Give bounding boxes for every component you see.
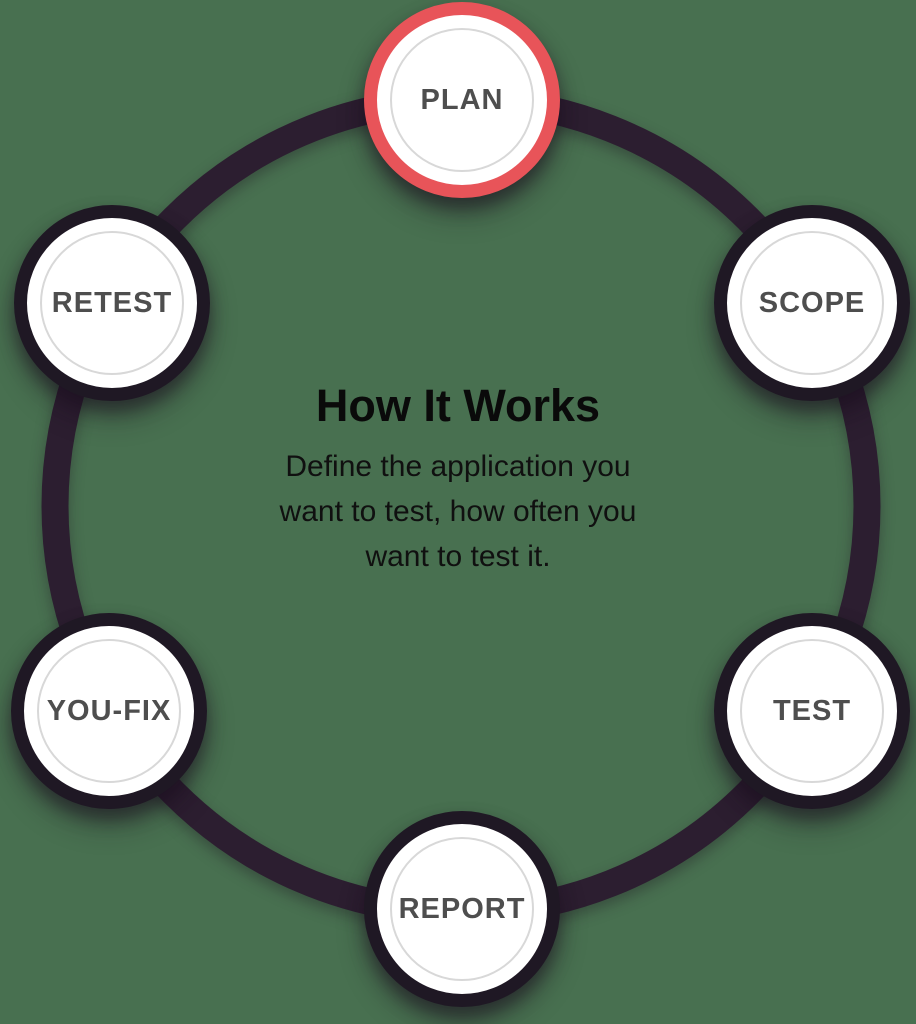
center-text-block: How It Works Define the application you … — [0, 383, 916, 579]
step-you-fix[interactable]: YOU-FIX — [11, 613, 207, 809]
step-retest-label: RETEST — [51, 286, 173, 319]
step-plan[interactable]: PLAN — [364, 2, 560, 198]
description-line-2: want to test, how often you — [279, 495, 637, 528]
step-test[interactable]: TEST — [714, 613, 910, 809]
diagram-description: Define the application you want to test,… — [218, 444, 698, 579]
step-report-label: REPORT — [398, 892, 526, 925]
step-you-fix-label: YOU-FIX — [46, 694, 172, 727]
diagram-title: How It Works — [315, 380, 601, 431]
description-line-1: Define the application you — [285, 450, 631, 483]
step-retest[interactable]: RETEST — [14, 205, 210, 401]
step-scope[interactable]: SCOPE — [714, 205, 910, 401]
description-line-3: want to test it. — [365, 540, 551, 573]
step-report[interactable]: REPORT — [364, 811, 560, 1007]
step-test-label: TEST — [772, 694, 852, 727]
step-plan-label: PLAN — [420, 83, 504, 116]
step-scope-label: SCOPE — [758, 286, 866, 319]
